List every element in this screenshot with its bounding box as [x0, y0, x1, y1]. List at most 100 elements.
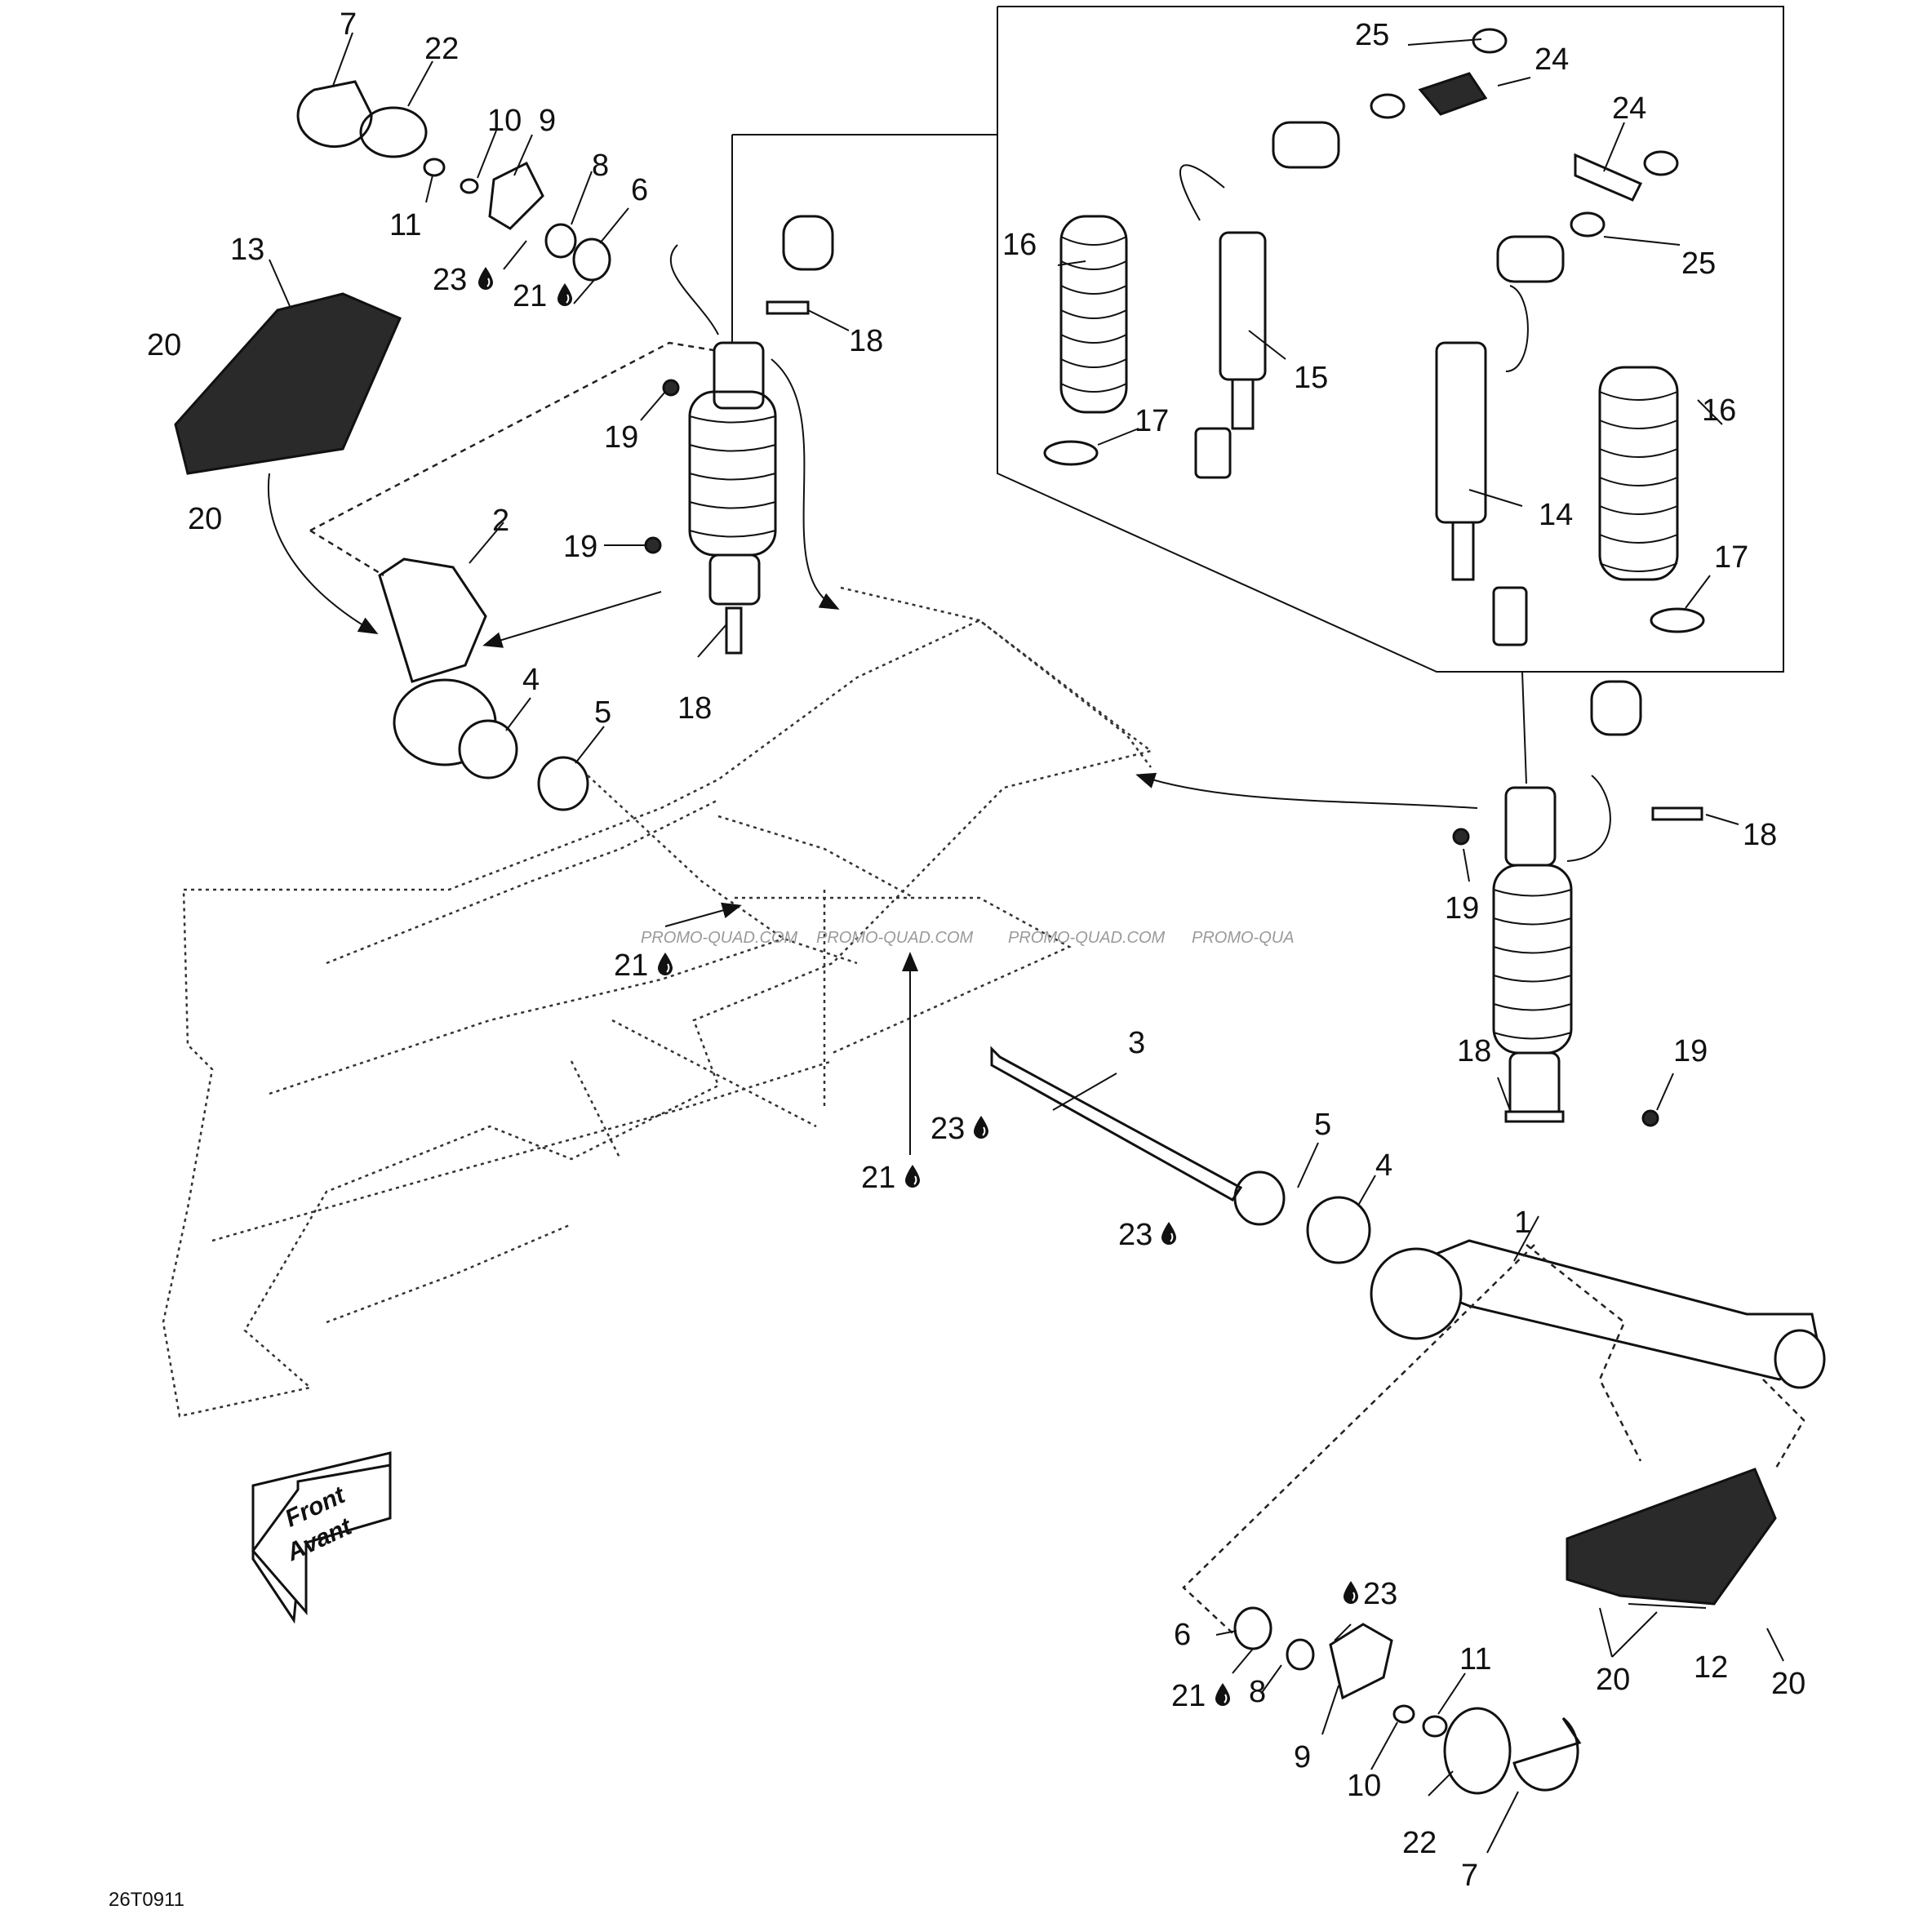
callout-16-left: 16 [1002, 228, 1037, 262]
drawing-reference: 26T0911 [109, 1889, 184, 1911]
callout-24-top: 24 [1534, 42, 1569, 77]
nut-19-right-b [1641, 1109, 1659, 1127]
callout-25-right: 25 [1681, 246, 1716, 281]
bushing-9-bottom [1329, 1623, 1393, 1700]
callout-5-bottom: 5 [1314, 1108, 1331, 1142]
bracket-24-top [1418, 72, 1488, 116]
callout-18-a: 18 [849, 324, 883, 358]
oil-drop-icon [657, 952, 673, 976]
callout-labels: 1 2 3 4 4 5 5 6 6 7 7 8 8 9 9 10 10 11 1… [147, 7, 1805, 1893]
callout-9-top: 9 [539, 104, 556, 138]
callout-17-left: 17 [1135, 404, 1169, 438]
bolt-18-upper [766, 300, 810, 315]
spring-right [1598, 366, 1679, 581]
watermark-3: PROMO-QUAD.COM [1008, 929, 1166, 947]
circlip-5-right [1233, 1170, 1286, 1226]
callout-1: 1 [1514, 1206, 1531, 1240]
callout-23-b: 23 [930, 1112, 965, 1146]
shaft-3 [990, 1046, 1243, 1201]
inset-frame [997, 6, 1784, 673]
shaft-and-swingarm [990, 1046, 1826, 1662]
clamp-25-top [1472, 28, 1508, 54]
callout-22-top: 22 [424, 32, 459, 66]
callout-6-top: 6 [631, 173, 648, 207]
nut-19-a [662, 379, 680, 397]
callout-20-d: 20 [1771, 1667, 1805, 1701]
cap-7-bottom [1512, 1717, 1582, 1792]
callout-3: 3 [1128, 1026, 1145, 1060]
watermark-1: PROMO-QUAD.COM [641, 929, 798, 947]
callout-23-d: 23 [1363, 1577, 1397, 1611]
ring-22-bottom [1443, 1707, 1512, 1795]
clamp-25-mid [1370, 93, 1406, 119]
nut-11-top [423, 158, 446, 177]
inset-shock-detail [731, 6, 1784, 784]
upper-left-parts [174, 32, 719, 811]
callout-4-top: 4 [522, 663, 540, 697]
ring-22-top [359, 106, 428, 158]
ring-8-bottom [1286, 1638, 1315, 1671]
bolt-18-lower [725, 606, 743, 655]
seal-6-bottom [1233, 1606, 1272, 1650]
callout-4-bottom: 4 [1375, 1148, 1392, 1183]
washer-10-bottom [1392, 1704, 1415, 1724]
lubricant-icons [477, 266, 1359, 1707]
oil-drop-icon [973, 1115, 989, 1139]
callout-7-bottom: 7 [1461, 1859, 1478, 1893]
callout-8-bottom: 8 [1249, 1675, 1266, 1709]
clamp-25-lower [1570, 211, 1606, 238]
callout-15: 15 [1294, 361, 1328, 395]
nut-11-bottom [1422, 1715, 1448, 1738]
callout-20-b: 20 [188, 502, 222, 536]
oil-drop-icon [904, 1164, 921, 1188]
callout-2: 2 [492, 504, 509, 538]
bearing-4-right [1306, 1196, 1371, 1264]
callout-14: 14 [1539, 498, 1573, 532]
watermark-2: PROMO-QUAD.COM [816, 929, 974, 947]
callout-7-top: 7 [340, 7, 357, 42]
watermark-4: PROMO-QUA [1192, 929, 1295, 947]
callout-12: 12 [1694, 1650, 1728, 1685]
oil-drop-icon [1161, 1221, 1177, 1246]
callout-10-bottom: 10 [1347, 1769, 1381, 1803]
bolt-18-right-top [1651, 806, 1703, 821]
callout-19-a: 19 [604, 420, 638, 455]
shock-assembly-right [1452, 680, 1739, 1127]
callout-16-right: 16 [1702, 393, 1736, 428]
clamp-25-right [1643, 150, 1679, 176]
lower-right-parts [1215, 1606, 1582, 1854]
cap-7-top [296, 80, 373, 149]
callout-18-c: 18 [1743, 818, 1777, 852]
callout-17-right: 17 [1714, 540, 1748, 575]
bearing-4-left [458, 719, 518, 779]
nut-19-right-a [1452, 828, 1470, 846]
bracket-2 [378, 557, 487, 683]
callout-25-top: 25 [1355, 18, 1389, 52]
shock-absorber-14 [1435, 235, 1565, 646]
callout-13: 13 [230, 233, 264, 267]
bracket-24-right [1574, 153, 1643, 202]
bolt-18-right-bottom [1504, 1110, 1565, 1123]
oil-drop-icon [1343, 1580, 1359, 1605]
spring-seat-left [1043, 440, 1099, 466]
spring-seat-right [1650, 607, 1705, 633]
callout-20-a: 20 [147, 328, 181, 362]
callout-19-d: 19 [1673, 1034, 1708, 1068]
oil-drop-icon [557, 282, 573, 307]
callout-9-bottom: 9 [1294, 1740, 1311, 1774]
callout-20-c: 20 [1596, 1663, 1630, 1697]
callout-24-right: 24 [1612, 91, 1646, 126]
callout-21-b: 21 [614, 948, 648, 983]
oil-drop-icon [477, 266, 494, 291]
callout-11-bottom: 11 [1459, 1642, 1491, 1677]
guard-12 [1566, 1468, 1777, 1606]
callout-6-bottom: 6 [1174, 1618, 1191, 1652]
shock-assembly-left [604, 215, 850, 658]
oil-drop-icon [1215, 1682, 1231, 1707]
callout-19-b: 19 [563, 530, 597, 564]
callout-5-top: 5 [594, 695, 611, 730]
callout-21-d: 21 [1171, 1679, 1206, 1713]
callout-18-d: 18 [1457, 1034, 1491, 1068]
callout-8-top: 8 [592, 149, 609, 183]
